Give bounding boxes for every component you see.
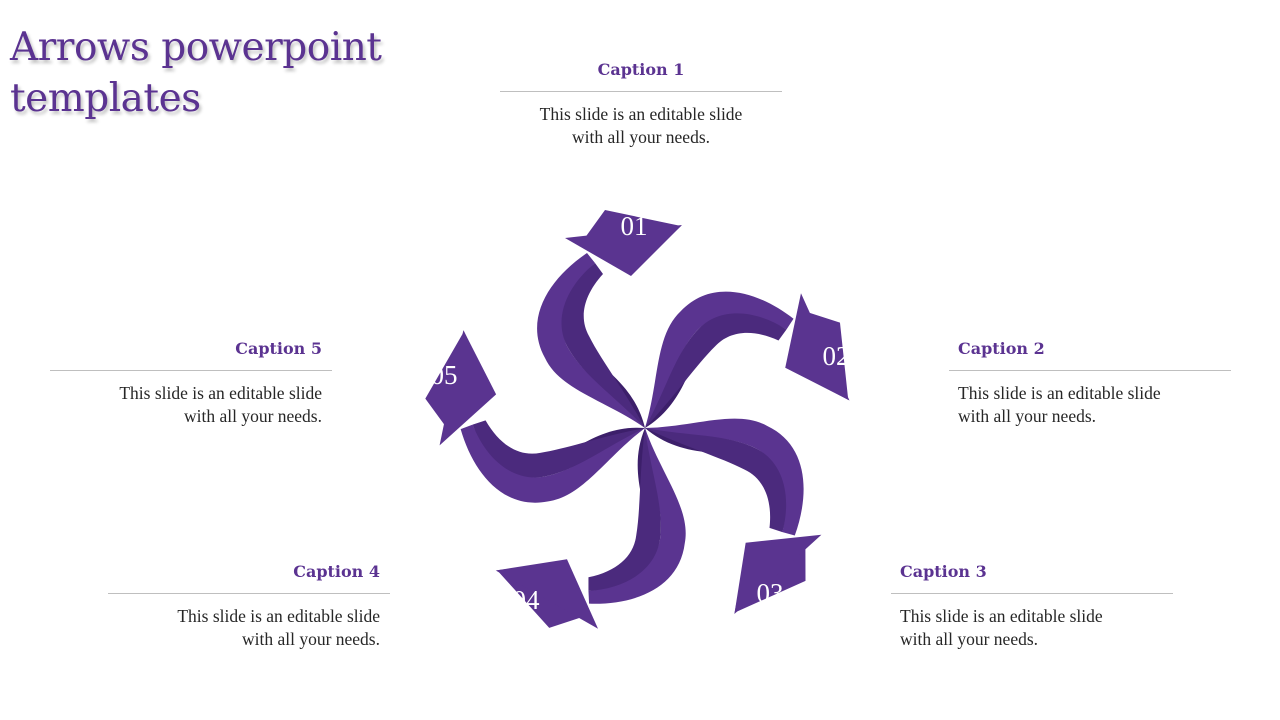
caption-text-2: This slide is an editable slide with all… bbox=[958, 383, 1161, 426]
caption-text-4: This slide is an editable slide with all… bbox=[177, 606, 380, 649]
caption-title-3: Caption 3 bbox=[900, 562, 987, 581]
caption-text-1: This slide is an editable slide with all… bbox=[539, 104, 743, 147]
caption-title-5: Caption 5 bbox=[235, 339, 322, 358]
arrow-number-03: 03 bbox=[757, 578, 784, 608]
caption-divider-1 bbox=[500, 91, 782, 92]
caption-block-3: Caption 3 This slide is an editable slid… bbox=[891, 561, 1173, 651]
arrow-number-01: 01 bbox=[621, 211, 648, 241]
caption-block-4: Caption 4 This slide is an editable slid… bbox=[108, 561, 390, 651]
caption-title-1: Caption 1 bbox=[597, 60, 685, 79]
caption-divider-5 bbox=[50, 370, 332, 371]
caption-block-1: Caption 1 This slide is an editable slid… bbox=[500, 59, 782, 149]
caption-divider-2 bbox=[949, 370, 1231, 371]
arrow-number-04: 04 bbox=[513, 585, 541, 615]
caption-text-3: This slide is an editable slide with all… bbox=[900, 606, 1103, 649]
caption-divider-3 bbox=[891, 593, 1173, 594]
caption-block-2: Caption 2 This slide is an editable slid… bbox=[949, 338, 1231, 428]
page-title: Arrows powerpoint templates bbox=[10, 25, 382, 121]
arrow-05 bbox=[404, 325, 657, 531]
arrow-number-02: 02 bbox=[823, 341, 850, 371]
caption-block-5: Caption 5 This slide is an editable slid… bbox=[50, 338, 332, 428]
caption-divider-4 bbox=[108, 593, 390, 594]
caption-title-4: Caption 4 bbox=[293, 562, 380, 581]
caption-text-5: This slide is an editable slide with all… bbox=[119, 383, 322, 426]
caption-title-2: Caption 2 bbox=[958, 339, 1045, 358]
arrow-number-05: 05 bbox=[431, 360, 458, 390]
